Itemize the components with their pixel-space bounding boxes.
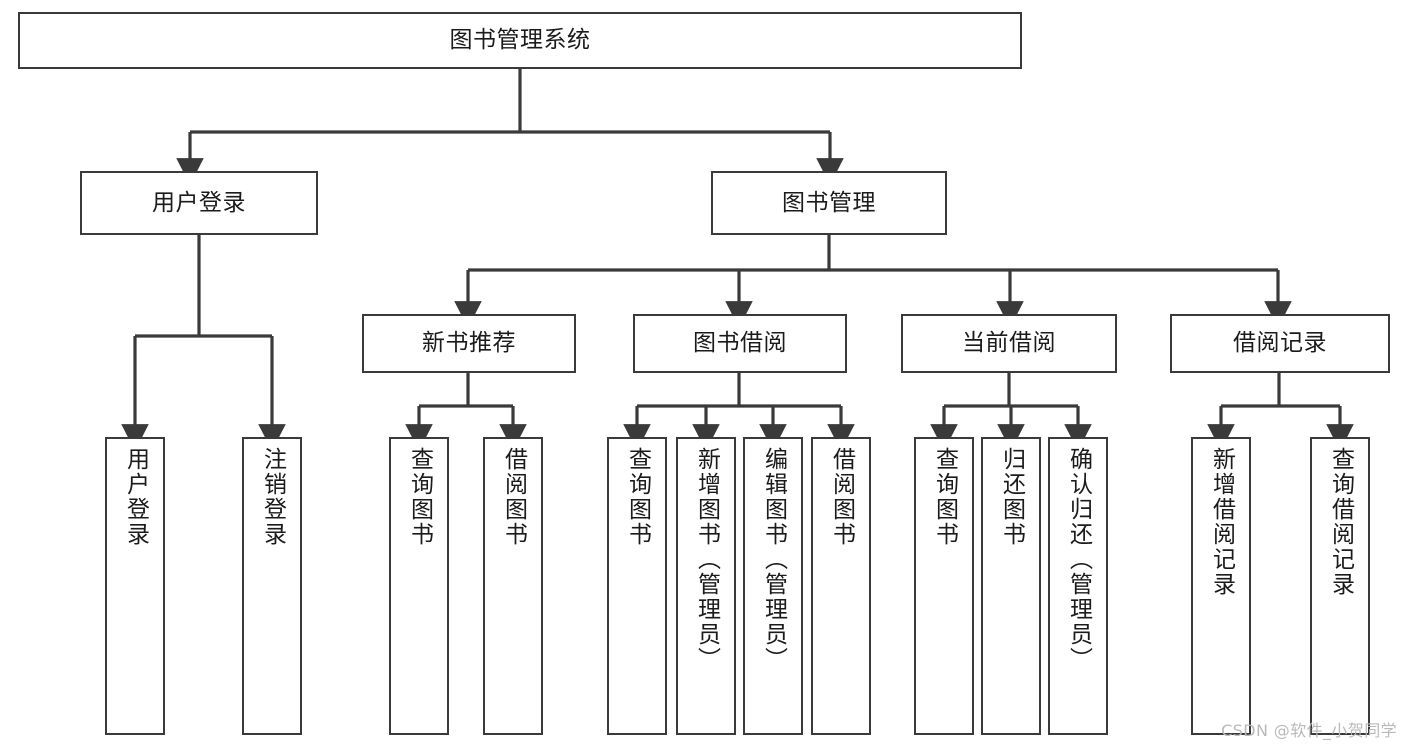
- node-leaf-return-book-label: 归还图书: [998, 447, 1025, 547]
- node-user-login-label: 用户登录: [152, 189, 246, 216]
- node-leaf-user-login-label: 用户登录: [122, 447, 149, 547]
- node-borrowing-record-label: 借阅记录: [1233, 330, 1327, 357]
- node-leaf-add-book[interactable]: 新增图书（管理员）: [676, 437, 736, 735]
- node-leaf-query-book-3-label: 查询图书: [931, 447, 958, 547]
- node-book-borrowing[interactable]: 图书借阅: [633, 314, 847, 373]
- node-root-label: 图书管理系统: [449, 27, 591, 54]
- node-leaf-query-record-label: 查询借阅记录: [1327, 447, 1354, 597]
- node-user-login[interactable]: 用户登录: [80, 171, 318, 235]
- node-current-borrowing[interactable]: 当前借阅: [901, 314, 1117, 373]
- node-leaf-borrow-book-1-label: 借阅图书: [500, 447, 527, 547]
- node-leaf-add-record-label: 新增借阅记录: [1208, 447, 1235, 597]
- watermark-text: CSDN @软件_小贺同学: [1221, 721, 1397, 740]
- node-leaf-confirm-return[interactable]: 确认归还（管理员）: [1048, 437, 1108, 735]
- node-leaf-borrow-book-1[interactable]: 借阅图书: [483, 437, 543, 735]
- node-book-management[interactable]: 图书管理: [711, 171, 947, 235]
- node-leaf-query-book-2[interactable]: 查询图书: [607, 437, 667, 735]
- node-root-book-management-system[interactable]: 图书管理系统: [18, 12, 1022, 69]
- node-leaf-query-record[interactable]: 查询借阅记录: [1310, 437, 1370, 735]
- node-leaf-borrow-book-2[interactable]: 借阅图书: [811, 437, 871, 735]
- node-leaf-edit-book[interactable]: 编辑图书（管理员）: [743, 437, 803, 735]
- node-leaf-user-login[interactable]: 用户登录: [105, 437, 165, 735]
- node-new-book-recommendation[interactable]: 新书推荐: [362, 314, 576, 373]
- node-leaf-add-book-label: 新增图书（管理员）: [693, 447, 720, 672]
- node-book-management-label: 图书管理: [782, 189, 876, 216]
- node-leaf-logout-label: 注销登录: [259, 447, 286, 547]
- node-leaf-borrow-book-2-label: 借阅图书: [828, 447, 855, 547]
- node-new-book-recommendation-label: 新书推荐: [422, 330, 516, 357]
- node-leaf-add-record[interactable]: 新增借阅记录: [1191, 437, 1251, 735]
- node-current-borrowing-label: 当前借阅: [962, 330, 1056, 357]
- node-leaf-query-book-3[interactable]: 查询图书: [914, 437, 974, 735]
- node-leaf-edit-book-label: 编辑图书（管理员）: [760, 447, 787, 672]
- node-borrowing-record[interactable]: 借阅记录: [1170, 314, 1390, 373]
- node-leaf-query-book-1[interactable]: 查询图书: [389, 437, 449, 735]
- node-leaf-query-book-1-label: 查询图书: [406, 447, 433, 547]
- node-leaf-return-book[interactable]: 归还图书: [981, 437, 1041, 735]
- node-book-borrowing-label: 图书借阅: [693, 330, 787, 357]
- node-leaf-logout[interactable]: 注销登录: [242, 437, 302, 735]
- node-leaf-query-book-2-label: 查询图书: [624, 447, 651, 547]
- node-leaf-confirm-return-label: 确认归还（管理员）: [1065, 447, 1092, 672]
